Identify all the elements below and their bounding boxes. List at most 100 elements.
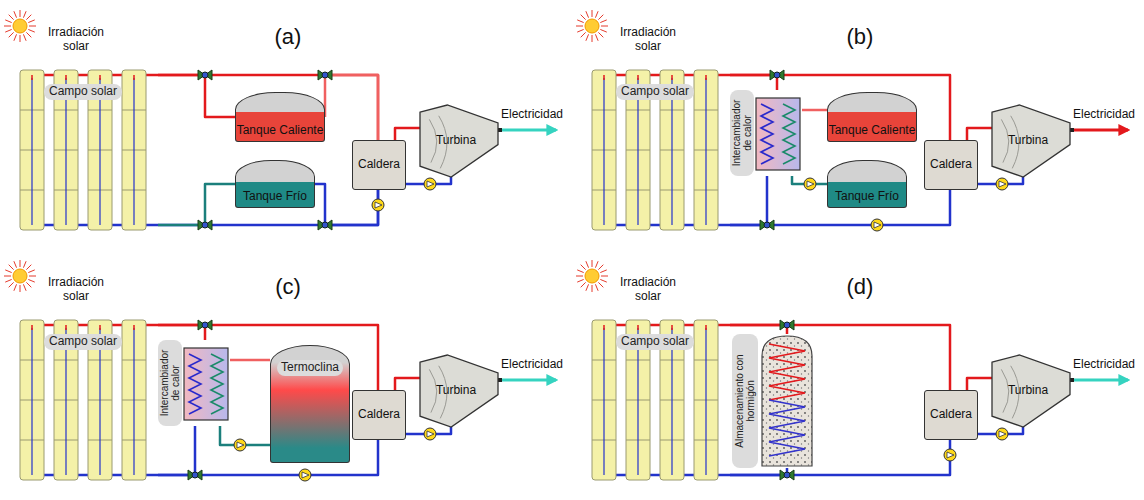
sun-label: Irradiación solar — [38, 276, 114, 304]
sun-ray — [29, 26, 36, 27]
panel-fittings — [760, 70, 1128, 231]
sun-core — [585, 269, 599, 283]
sun-ray — [592, 35, 593, 42]
pump-body — [424, 178, 436, 190]
pump-arrow — [874, 222, 881, 228]
valve-body — [318, 70, 332, 80]
sun-ray — [5, 279, 11, 282]
hot-tank: Tanque Caliente — [235, 92, 325, 142]
pump-arrow — [999, 181, 1006, 187]
pump-body — [871, 219, 883, 231]
exchanger-coil — [783, 104, 795, 164]
sun-ray — [14, 34, 17, 40]
pump-symbol — [424, 178, 436, 190]
pump-body — [996, 178, 1008, 190]
boiler-box: Caldera — [352, 390, 406, 440]
panel-letter: (a) — [268, 24, 308, 49]
sun-ray — [595, 261, 598, 267]
sun-ray — [598, 282, 603, 287]
vertical-label: Intercambiador de calor — [732, 93, 753, 173]
power-arrow — [1071, 379, 1128, 382]
pipe — [315, 184, 378, 225]
exchanger-coil — [761, 104, 773, 164]
pump-body — [996, 428, 1008, 440]
node-label: Campo solar — [616, 84, 694, 100]
valve-symbol — [318, 70, 332, 80]
sun-ray — [600, 279, 606, 282]
solar-field: Campo solar — [8, 62, 158, 234]
collector-riser — [603, 75, 605, 80]
sun-ray — [26, 15, 31, 20]
cold-tank: Tanque Frío — [827, 160, 907, 208]
turbine-shape: Turbina — [420, 105, 498, 177]
sun-ray — [592, 10, 593, 17]
collector-tube — [637, 328, 638, 475]
collector-tube — [133, 328, 134, 475]
sun-ray — [601, 276, 608, 277]
node-label: Caldera — [358, 408, 400, 422]
sun-ray — [598, 265, 603, 270]
valve-body — [780, 320, 794, 330]
node-label: Turbina — [1008, 384, 1048, 398]
panel-art — [4, 260, 228, 480]
collector-tube — [65, 78, 66, 225]
collector-tube — [133, 78, 134, 225]
storage-coil — [769, 400, 805, 456]
sun-ray — [577, 20, 583, 23]
sun-ray — [4, 276, 11, 277]
sun-ray — [581, 265, 586, 270]
valve-symbol — [198, 320, 212, 330]
power-arrow — [499, 379, 556, 382]
collector-tube — [99, 328, 100, 475]
panel-letter: (d) — [840, 274, 880, 299]
sun-ray — [581, 282, 586, 287]
collector-tube — [637, 78, 638, 225]
sun-ray — [23, 284, 26, 290]
sun-ray — [5, 29, 11, 32]
node-label: Caldera — [930, 158, 972, 172]
exchanger-coil — [211, 354, 223, 414]
valve-symbol — [318, 220, 332, 230]
node-label: Tanque Caliente — [237, 124, 324, 138]
collector-tube — [705, 78, 706, 225]
collector-riser — [603, 325, 605, 330]
node-label: Turbina — [1008, 134, 1048, 148]
pump-arrow — [375, 202, 382, 208]
pump-symbol — [424, 428, 436, 440]
valve-body — [780, 470, 794, 480]
pump-symbol — [804, 178, 816, 190]
sun-ray — [28, 20, 34, 23]
sun-ray — [23, 34, 26, 40]
valve-body — [318, 220, 332, 230]
pump-symbol — [996, 428, 1008, 440]
sun-ray — [592, 285, 593, 292]
power-arrow — [1071, 129, 1128, 132]
sun-ray — [586, 34, 589, 40]
collector-riser — [637, 325, 639, 330]
collector-riser — [65, 325, 67, 330]
collector-tube — [99, 78, 100, 225]
pump-arrow — [999, 431, 1006, 437]
valve-symbol — [760, 220, 774, 230]
pump-arrow — [947, 452, 954, 458]
pump-symbol — [299, 469, 311, 481]
concrete-storage: Almacenamiento con hormigón — [732, 334, 814, 468]
sun-ray — [9, 282, 14, 287]
collector-tube — [65, 328, 66, 475]
sun-ray — [576, 26, 583, 27]
vertical-label: Almacenamiento con hormigón — [735, 337, 756, 465]
sun-ray — [577, 279, 583, 282]
sun-ray — [581, 32, 586, 37]
exchanger-body — [184, 348, 228, 420]
sun-ray — [598, 15, 603, 20]
vertical-label: Intercambiador de calor — [160, 343, 181, 423]
sun-ray — [20, 10, 21, 17]
sun-ray — [600, 29, 606, 32]
valve-symbol — [780, 470, 794, 480]
collector-tube — [603, 328, 604, 475]
label-pill: Almacenamiento con hormigón — [732, 334, 758, 468]
sun-ray — [23, 11, 26, 17]
turbine-shape: Turbina — [992, 105, 1070, 177]
collector-riser — [133, 325, 135, 330]
sun-ray — [595, 284, 598, 290]
